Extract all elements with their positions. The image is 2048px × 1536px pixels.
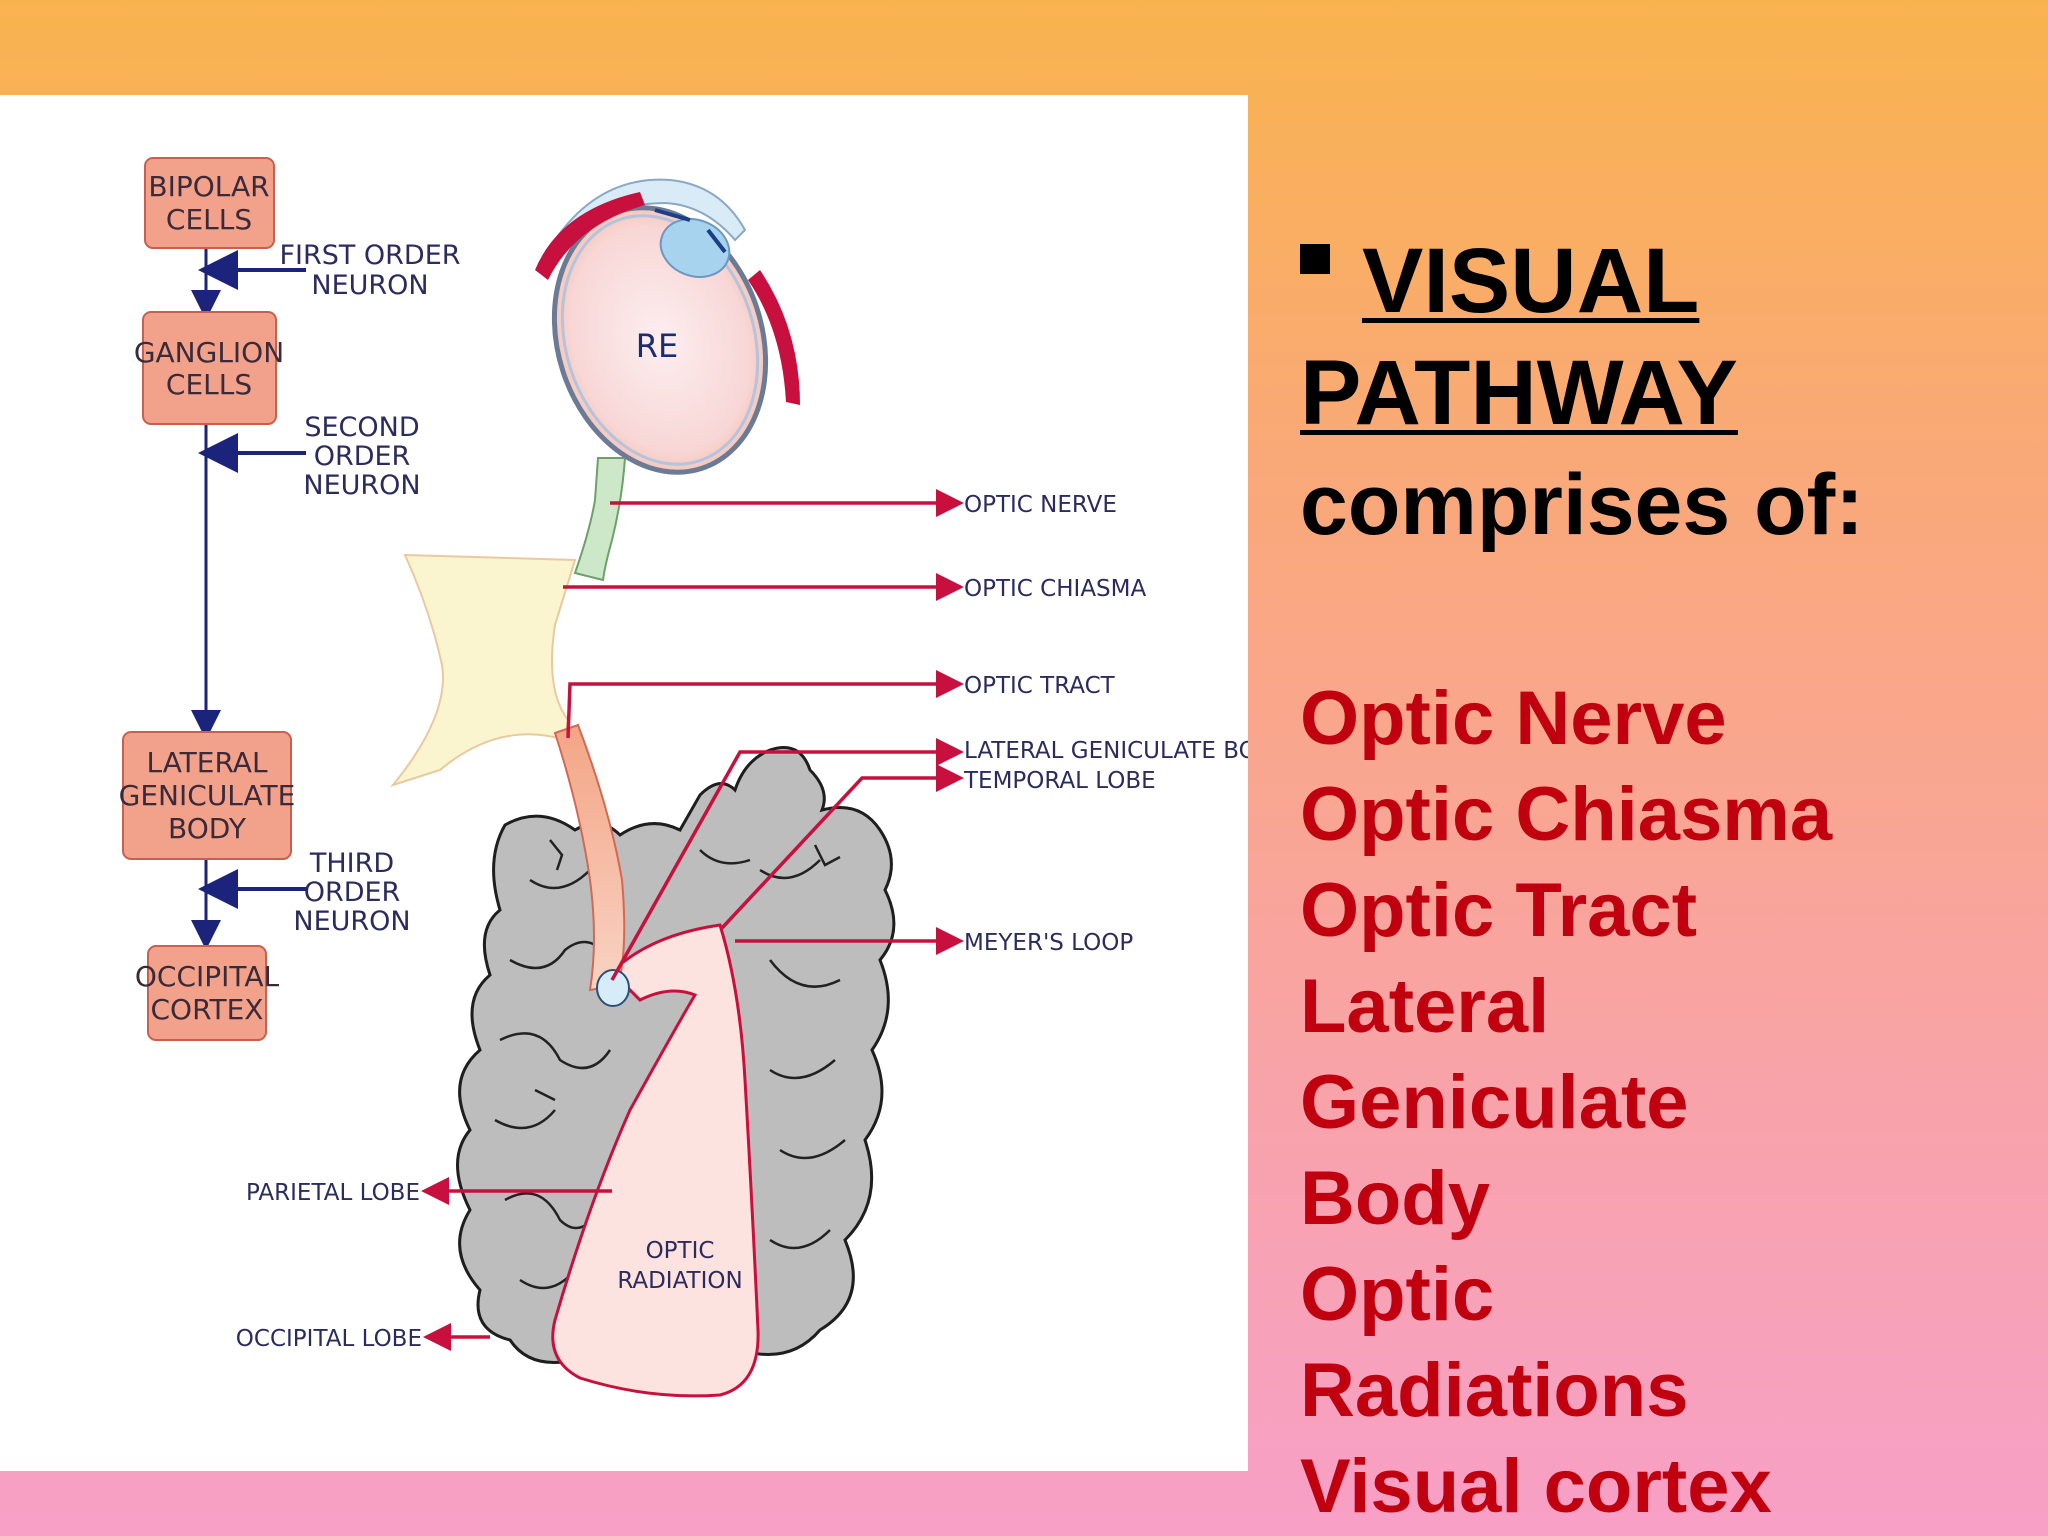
anatomy-illustration: RE OPTIC NERVE OPTIC CHIASMA OPTIC TRACT…: [236, 178, 1248, 1398]
lateral-geniculate-body-box: LATERAL GENICULATE BODY: [119, 731, 296, 860]
heading-visual: VISUAL: [1362, 230, 1700, 332]
component-list: Optic Nerve Optic Chiasma Optic Tract La…: [1300, 671, 2020, 1535]
svg-text:CELLS: CELLS: [166, 368, 252, 401]
svg-text:GANGLION: GANGLION: [134, 336, 284, 369]
temporal-lobe-label: TEMPORAL LOBE: [963, 768, 1156, 794]
lgb-label: LATERAL GENICULATE BODY: [964, 738, 1248, 764]
heading-line-1: VISUAL: [1300, 225, 2020, 337]
third-order-neuron-label: THIRD ORDER NEURON: [293, 848, 410, 937]
heading-line-2: PATHWAY: [1300, 337, 2020, 449]
optic-radiation-label-2: RADIATION: [617, 1268, 742, 1294]
diagram-panel: BIPOLAR CELLS GANGLION CELLS LATERAL GEN…: [0, 95, 1248, 1471]
eye-illustration: RE: [535, 178, 800, 475]
svg-text:FIRST ORDER: FIRST ORDER: [279, 240, 460, 271]
component-item: Optic Chiasma: [1300, 772, 1833, 857]
svg-text:CELLS: CELLS: [166, 203, 252, 236]
parietal-lobe-label: PARIETAL LOBE: [246, 1180, 420, 1206]
brain-gyri: [494, 839, 846, 1290]
svg-text:NEURON: NEURON: [303, 470, 420, 501]
bullet-icon: [1300, 244, 1330, 274]
component-item: Lateral: [1300, 964, 1550, 1049]
first-order-neuron-label: FIRST ORDER NEURON: [279, 240, 460, 301]
optic-chiasma-label: OPTIC CHIASMA: [964, 576, 1146, 602]
optic-radiation-label-1: OPTIC: [646, 1238, 715, 1264]
meyers-loop-label: MEYER'S LOOP: [964, 930, 1133, 956]
svg-text:THIRD: THIRD: [309, 848, 394, 879]
optic-radiation-shape: [551, 923, 760, 1398]
component-item: Radiations: [1300, 1348, 1689, 1433]
component-item: Geniculate: [1300, 1060, 1689, 1145]
component-item: Visual cortex: [1300, 1444, 1772, 1529]
svg-text:BODY: BODY: [168, 812, 247, 845]
svg-text:CORTEX: CORTEX: [151, 993, 264, 1026]
component-item: Optic Nerve: [1300, 676, 1727, 761]
svg-text:NEURON: NEURON: [293, 906, 410, 937]
eye-label: RE: [636, 327, 678, 365]
flowchart: BIPOLAR CELLS GANGLION CELLS LATERAL GEN…: [119, 157, 461, 1041]
ganglion-cells-box: GANGLION CELLS: [134, 311, 284, 425]
lgb-node: [596, 969, 630, 1007]
svg-text:BIPOLAR: BIPOLAR: [148, 170, 269, 203]
visual-pathway-diagram: BIPOLAR CELLS GANGLION CELLS LATERAL GEN…: [119, 157, 1248, 1398]
bipolar-cells-box: BIPOLAR CELLS: [144, 157, 275, 249]
svg-text:OCCIPITAL: OCCIPITAL: [135, 960, 280, 993]
optic-tract-label: OPTIC TRACT: [964, 673, 1116, 699]
occipital-lobe-label: OCCIPITAL LOBE: [236, 1326, 422, 1352]
optic-nerve-shape: [573, 457, 627, 582]
pointer-lines: [421, 489, 964, 1351]
svg-text:NEURON: NEURON: [311, 270, 428, 301]
svg-text:ORDER: ORDER: [314, 441, 411, 472]
optic-chiasma-shape: [390, 553, 577, 787]
component-item: Optic: [1300, 1252, 1495, 1337]
second-order-neuron-label: SECOND ORDER NEURON: [303, 412, 420, 501]
optic-nerve-label: OPTIC NERVE: [964, 492, 1117, 518]
component-item: Optic Tract: [1300, 868, 1697, 953]
svg-text:SECOND: SECOND: [304, 412, 419, 443]
heading-pathway: PATHWAY: [1300, 342, 1738, 444]
occipital-cortex-box: OCCIPITAL CORTEX: [135, 945, 280, 1041]
text-panel: VISUAL PATHWAY comprises of: Optic Nerve…: [1300, 225, 2020, 1535]
svg-text:LATERAL: LATERAL: [146, 746, 267, 779]
svg-text:GENICULATE: GENICULATE: [119, 779, 296, 812]
heading-comprises: comprises of:: [1300, 457, 1864, 553]
component-item: Body: [1300, 1156, 1490, 1241]
svg-text:ORDER: ORDER: [304, 877, 401, 908]
